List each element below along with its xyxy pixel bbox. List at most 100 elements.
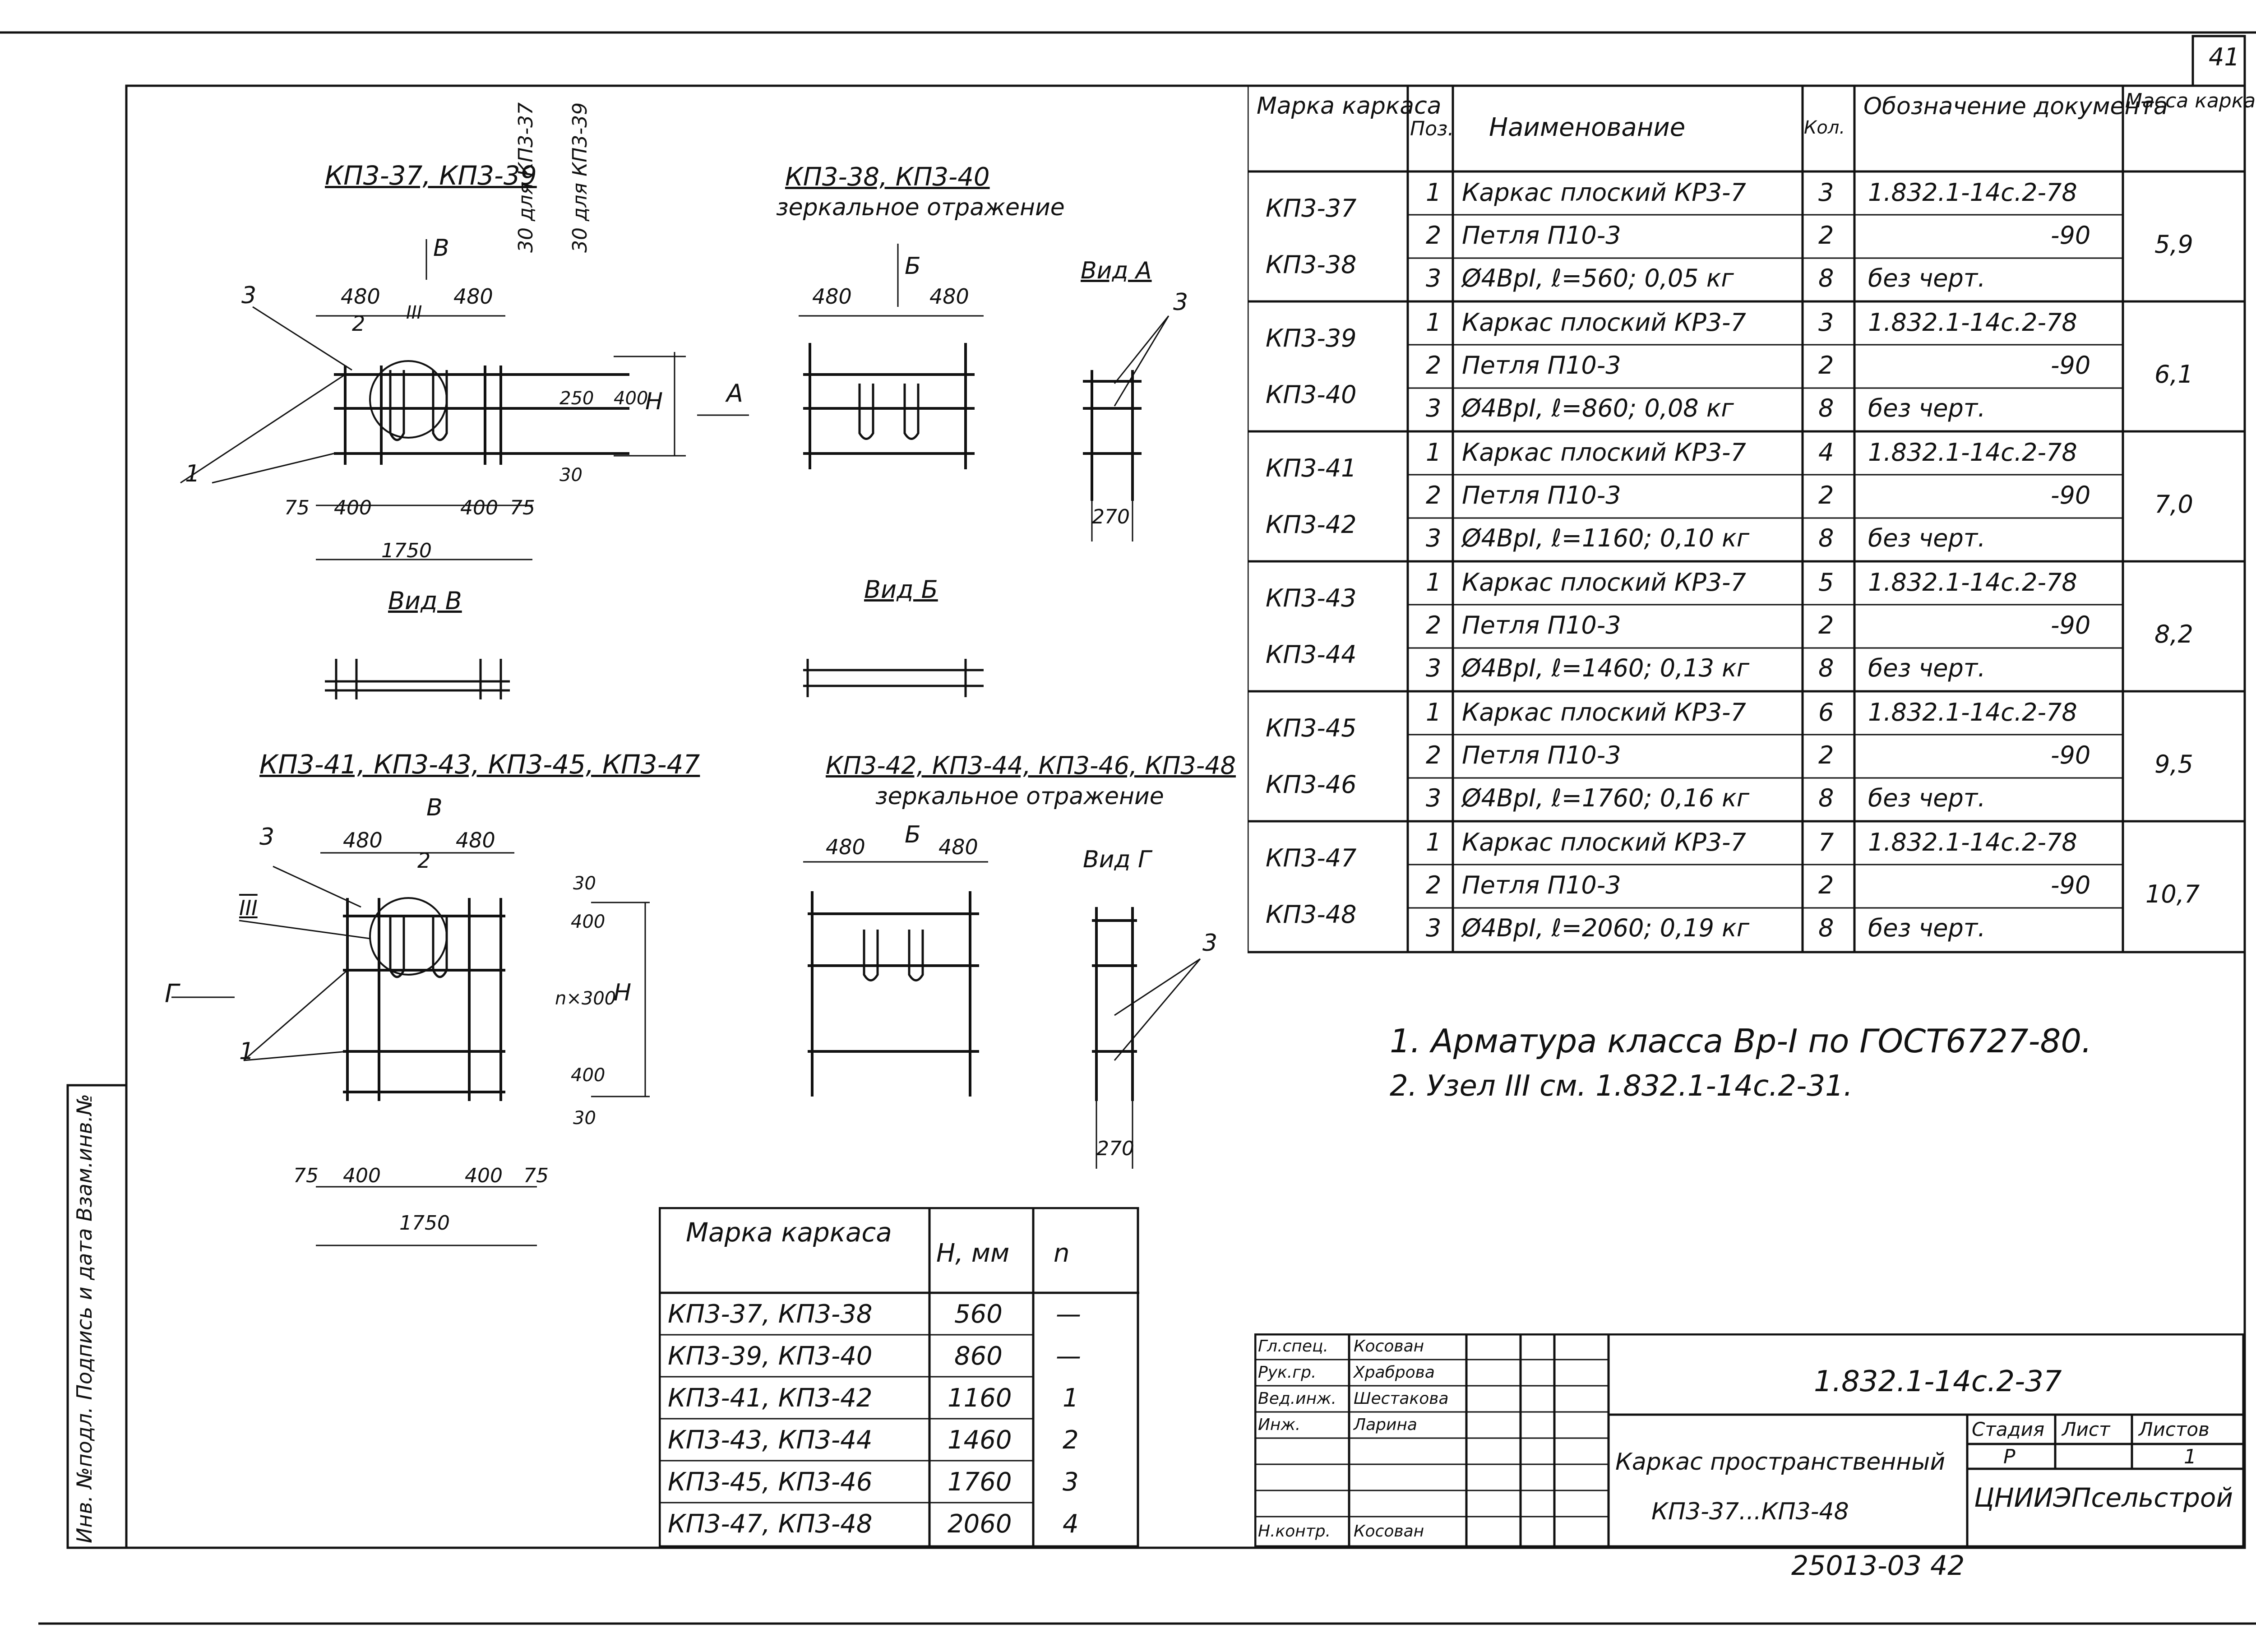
spec-row-doc: без черт. (1868, 394, 1986, 422)
spec-row-qty: 3 (1818, 178, 1834, 207)
dim-c-400-left: 400 (343, 1164, 381, 1187)
spec-row-name: Петля П10-3 (1462, 741, 1621, 769)
spec-row-doc: 1.832.1-14с.2-78 (1868, 438, 2077, 467)
spec-row-pos: 1 (1426, 438, 1442, 467)
tb-title-line1: Каркас пространственный (1615, 1448, 1946, 1476)
dim-a-400-right: 400 (460, 496, 498, 519)
h-table-row-n: 2 (1063, 1425, 1079, 1455)
h-table: Марка каркаса H, мм n КП3-37, КП3-38 560… (659, 1207, 1139, 1548)
drawing-c-title: КП3-41, КП3-43, КП3-45, КП3-47 (259, 749, 700, 780)
dim-c-75-right: 75 (523, 1164, 549, 1187)
h-table-row-h: 1460 (948, 1425, 1012, 1455)
drawing-b-view-label: Вид Б (864, 575, 938, 604)
spec-row-qty: 8 (1818, 914, 1834, 942)
view-a-label: Вид А (1081, 257, 1152, 284)
tb-title-line2: КП3-37...КП3-48 (1651, 1498, 1849, 1525)
tb-stage: Р (2003, 1445, 2016, 1468)
spec-row-doc: без черт. (1868, 784, 1986, 812)
spec-row-qty: 2 (1818, 611, 1834, 639)
spec-header-name: Наименование (1489, 113, 1686, 142)
dim-c-480-right: 480 (456, 828, 495, 852)
spec-row-qty: 8 (1818, 784, 1834, 812)
tb-sheets-label: Листов (2139, 1418, 2210, 1440)
drawing-a-arrow-A: А (726, 379, 743, 407)
drawing-a-title: КП3-37, КП3-39 (325, 160, 537, 191)
spec-row-doc: без черт. (1868, 524, 1986, 552)
spec-group-mark: КП3-43 (1266, 584, 1357, 612)
drawing-a-view-arrow: В (433, 235, 449, 262)
h-table-row-h: 1760 (948, 1467, 1012, 1497)
view-a-dim: 270 (1092, 505, 1130, 528)
tb-org: ЦНИИЭПсельстрой (1974, 1482, 2233, 1513)
spec-row-name: Каркас плоский КР3-7 (1462, 178, 1746, 207)
spec-row-pos: 3 (1426, 654, 1442, 682)
spec-group-mass: 9,5 (2154, 750, 2193, 778)
spec-row-pos: 2 (1426, 221, 1442, 250)
spec-row-qty: 7 (1818, 828, 1834, 856)
spec-group-mark: КП3-44 (1266, 640, 1357, 669)
callout-a-2: 2 (352, 311, 365, 336)
spec-row-qty: 4 (1818, 438, 1834, 467)
dim-a-480-right: 480 (453, 284, 493, 309)
view-g-callout: 3 (1202, 930, 1218, 957)
callout-c-3: 3 (259, 824, 275, 851)
spec-row-pos: 1 (1426, 698, 1442, 727)
view-g-dim: 270 (1096, 1137, 1134, 1160)
tb-role: Н.контр. (1258, 1522, 1331, 1541)
callout-c-node: III (239, 896, 258, 920)
spec-row-doc: без черт. (1868, 264, 1986, 292)
spec-row-doc: 1.832.1-14с.2-78 (1868, 698, 2077, 727)
h-table-grid (659, 1207, 1139, 1548)
dim-d-480-right: 480 (938, 835, 978, 859)
spec-row-qty: 2 (1818, 871, 1834, 899)
spec-row-name: Каркас плоский КР3-7 (1462, 308, 1746, 337)
dim-c-480-left: 480 (343, 828, 383, 852)
spec-group-mass: 8,2 (2154, 620, 2193, 648)
tb-role: Гл.спец. (1258, 1337, 1328, 1356)
tb-role: Рук.гр. (1258, 1363, 1317, 1382)
note-2: 2. Узел III см. 1.832.1-14с.2-31. (1390, 1069, 1853, 1103)
tb-role: Инж. (1258, 1416, 1301, 1434)
spec-row-name: Петля П10-3 (1462, 481, 1621, 509)
spec-group-mark: КП3-41 (1266, 454, 1357, 482)
drawing-b-subtitle: зеркальное отражение (776, 194, 1065, 221)
dim-c-1750: 1750 (399, 1212, 450, 1235)
spec-row-name: Каркас плоский КР3-7 (1462, 828, 1746, 856)
spec-header-pos: Поз. (1410, 117, 1454, 140)
spec-row-qty: 2 (1818, 351, 1834, 379)
spec-group-mark: КП3-37 (1266, 194, 1357, 222)
tb-name: Косован (1354, 1337, 1424, 1356)
spec-row-name: Каркас плоский КР3-7 (1462, 568, 1746, 597)
spec-row-name: Петля П10-3 (1462, 351, 1621, 379)
dim-c-75-left: 75 (293, 1164, 319, 1187)
h-table-row-n: 1 (1063, 1384, 1079, 1413)
spec-header-qty: Кол. (1804, 117, 1845, 138)
note-1: 1. Арматура класса Вр-I по ГОСТ6727-80. (1390, 1022, 2092, 1060)
tb-sheet-label: Лист (2062, 1418, 2110, 1440)
spec-header-mass: Масса каркаса, кг (2125, 89, 2256, 112)
spec-row-name: Каркас плоский КР3-7 (1462, 438, 1746, 467)
h-table-header-mark: Марка каркаса (686, 1217, 892, 1248)
tb-doc-code: 1.832.1-14с.2-37 (1814, 1365, 2062, 1398)
spec-row-qty: 8 (1818, 264, 1834, 292)
dim-c-30-top: 30 (573, 873, 596, 894)
spec-group-mass: 7,0 (2154, 490, 2193, 518)
h-table-row-h: 1160 (948, 1384, 1012, 1413)
spec-row-pos: 3 (1426, 784, 1442, 812)
h-table-row-h: 560 (954, 1300, 1003, 1329)
spec-row-pos: 1 (1426, 828, 1442, 856)
spec-row-qty: 5 (1818, 568, 1834, 597)
dim-a-1750: 1750 (381, 539, 432, 562)
h-table-row-mark: КП3-41, КП3-42 (668, 1384, 873, 1413)
spec-row-pos: 3 (1426, 394, 1442, 422)
spec-group-mark: КП3-47 (1266, 844, 1357, 872)
spec-group-mark: КП3-39 (1266, 324, 1357, 352)
drawing-c-H: H (614, 979, 632, 1006)
dim-c-400-bottom: 400 (571, 1065, 606, 1086)
h-table-row-n: — (1056, 1300, 1081, 1329)
spec-group-mark: КП3-46 (1266, 770, 1357, 799)
h-table-header-h: H, мм (936, 1239, 1010, 1268)
callout-a-1: 1 (185, 460, 200, 487)
callout-a-node: III (406, 302, 422, 323)
drawing-a-side-label-a: 30 для КП3-37 (514, 102, 537, 253)
